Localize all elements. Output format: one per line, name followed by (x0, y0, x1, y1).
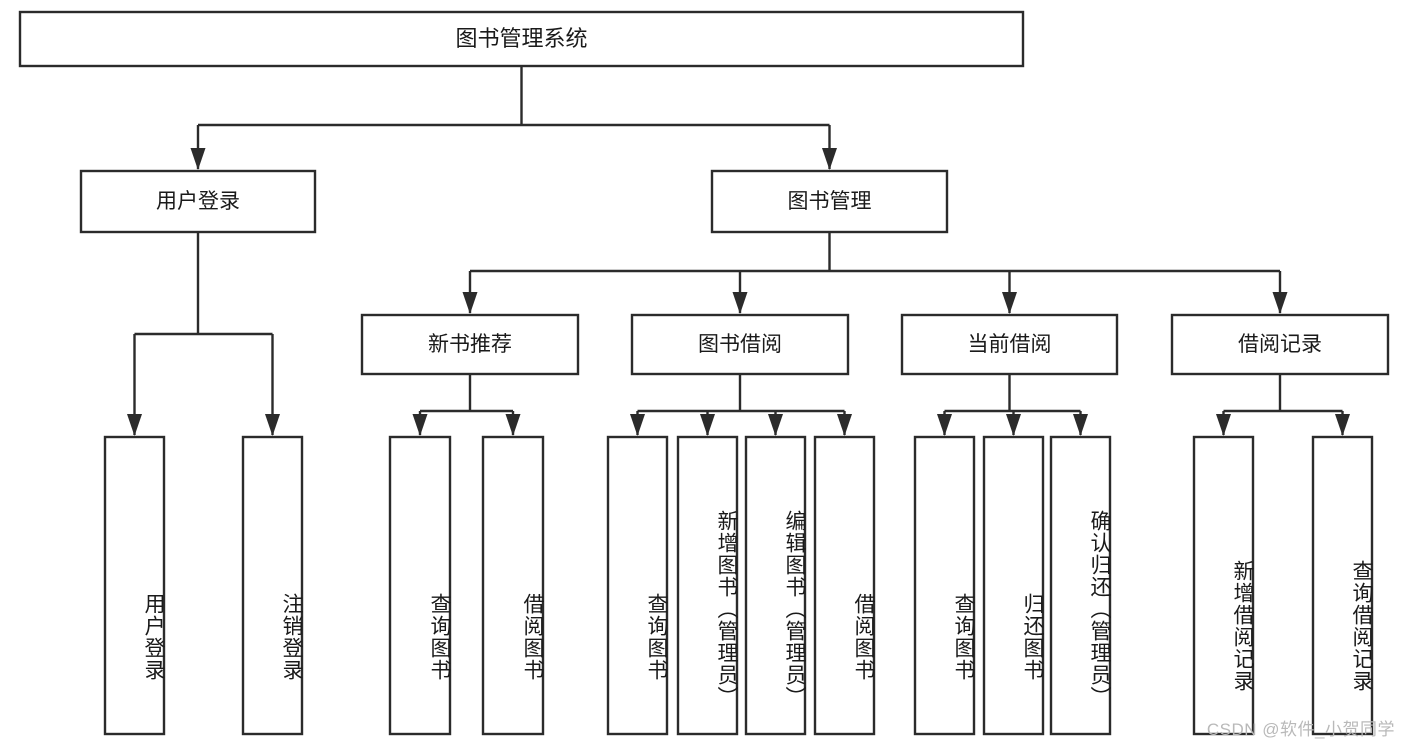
boxes-layer (18, 10, 1390, 736)
arrow-head-icon-leaf-query-borrow-record (1335, 414, 1350, 436)
node-leaf-return-book[interactable] (982, 435, 1045, 736)
node-book-management[interactable] (710, 169, 949, 234)
node-leaf-edit-book-admin[interactable] (744, 435, 807, 736)
node-leaf-query-book-1[interactable] (388, 435, 452, 736)
node-current-borrow-label: 当前借阅 (968, 333, 1052, 356)
arrow-head-icon-leaf-query-book-1 (412, 414, 428, 436)
arrow-head-icon-new-book-recommend (462, 292, 478, 314)
arrow-head-icon-leaf-query-book-2 (630, 414, 645, 436)
arrow-head-icon-user-login (190, 148, 206, 170)
node-leaf-logout-login[interactable] (241, 435, 304, 736)
node-current-borrow[interactable] (900, 313, 1119, 376)
arrow-head-icon-book-borrow (732, 292, 748, 314)
node-leaf-borrow-book-1[interactable] (481, 435, 545, 736)
node-book-borrow[interactable] (630, 313, 850, 376)
node-new-book-recommend-label: 新书推荐 (428, 333, 512, 356)
arrow-head-icon-leaf-borrow-book-2 (837, 414, 852, 436)
csdn-watermark: CSDN @软件_小贺同学 (1206, 720, 1395, 739)
arrow-head-icon-current-borrow (1002, 292, 1017, 314)
node-leaf-add-book-admin[interactable] (676, 435, 739, 736)
node-leaf-query-book-2[interactable] (606, 435, 669, 736)
node-book-management-label: 图书管理 (788, 190, 872, 213)
node-leaf-confirm-return-admin[interactable] (1049, 435, 1112, 736)
arrow-head-icon-leaf-edit-book-admin (768, 414, 783, 436)
node-user-login[interactable] (79, 169, 317, 234)
node-leaf-add-borrow-record[interactable] (1192, 435, 1255, 736)
node-new-book-recommend[interactable] (360, 313, 580, 376)
arrow-head-icon-borrow-record (1272, 292, 1288, 314)
arrow-head-icon-book-management (822, 148, 837, 170)
arrow-head-icon-leaf-query-book-3 (937, 414, 952, 436)
arrow-head-icon-leaf-return-book (1006, 414, 1021, 436)
node-borrow-record[interactable] (1170, 313, 1390, 376)
node-borrow-record-label: 借阅记录 (1238, 333, 1322, 356)
arrow-head-icon-leaf-confirm-return-admin (1073, 414, 1088, 436)
node-root-label: 图书管理系统 (455, 26, 587, 51)
arrow-head-icon-leaf-user-login (127, 414, 142, 436)
node-book-borrow-label: 图书借阅 (698, 333, 782, 356)
node-leaf-query-borrow-record[interactable] (1311, 435, 1374, 736)
arrow-head-icon-leaf-add-borrow-record (1216, 414, 1231, 436)
node-leaf-borrow-book-2[interactable] (813, 435, 876, 736)
connectors-layer (127, 66, 1350, 436)
node-leaf-query-book-3[interactable] (913, 435, 976, 736)
arrow-head-icon-leaf-add-book-admin (700, 414, 715, 436)
node-leaf-user-login[interactable] (103, 435, 166, 736)
arrow-head-icon-leaf-logout-login (265, 414, 280, 436)
node-root[interactable] (18, 10, 1025, 68)
node-user-login-label: 用户登录 (156, 190, 240, 213)
arrow-head-icon-leaf-borrow-book-1 (505, 414, 521, 436)
